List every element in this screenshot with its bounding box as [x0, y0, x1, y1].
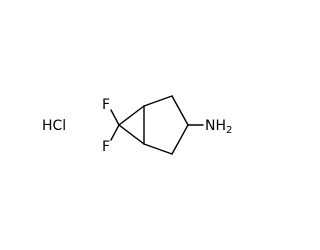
bond-c-f-bottom [110, 124, 120, 141]
fluorine-bottom-label: F [102, 139, 110, 155]
amine-label: NH [205, 118, 226, 134]
bond-c-f-top [110, 109, 120, 126]
bond-top-bridgehead-to-ch2 [143, 95, 173, 107]
bond-cf2-to-bottom-bridgehead [118, 124, 145, 145]
hcl-salt-label: HCl [42, 118, 66, 134]
bond-bottom-ch2-to-ch [171, 124, 189, 155]
fluorine-top-label: F [102, 97, 110, 113]
molecule-structure: F F NH 2 HCl [42, 95, 232, 155]
bond-top-ch2-to-ch [171, 95, 189, 126]
amine-subscript: 2 [226, 125, 232, 136]
structure-canvas: F F NH 2 HCl [42, 95, 233, 155]
bond-cf2-to-top-bridgehead [118, 105, 145, 126]
bond-bottom-bridgehead-to-ch2 [143, 143, 173, 155]
